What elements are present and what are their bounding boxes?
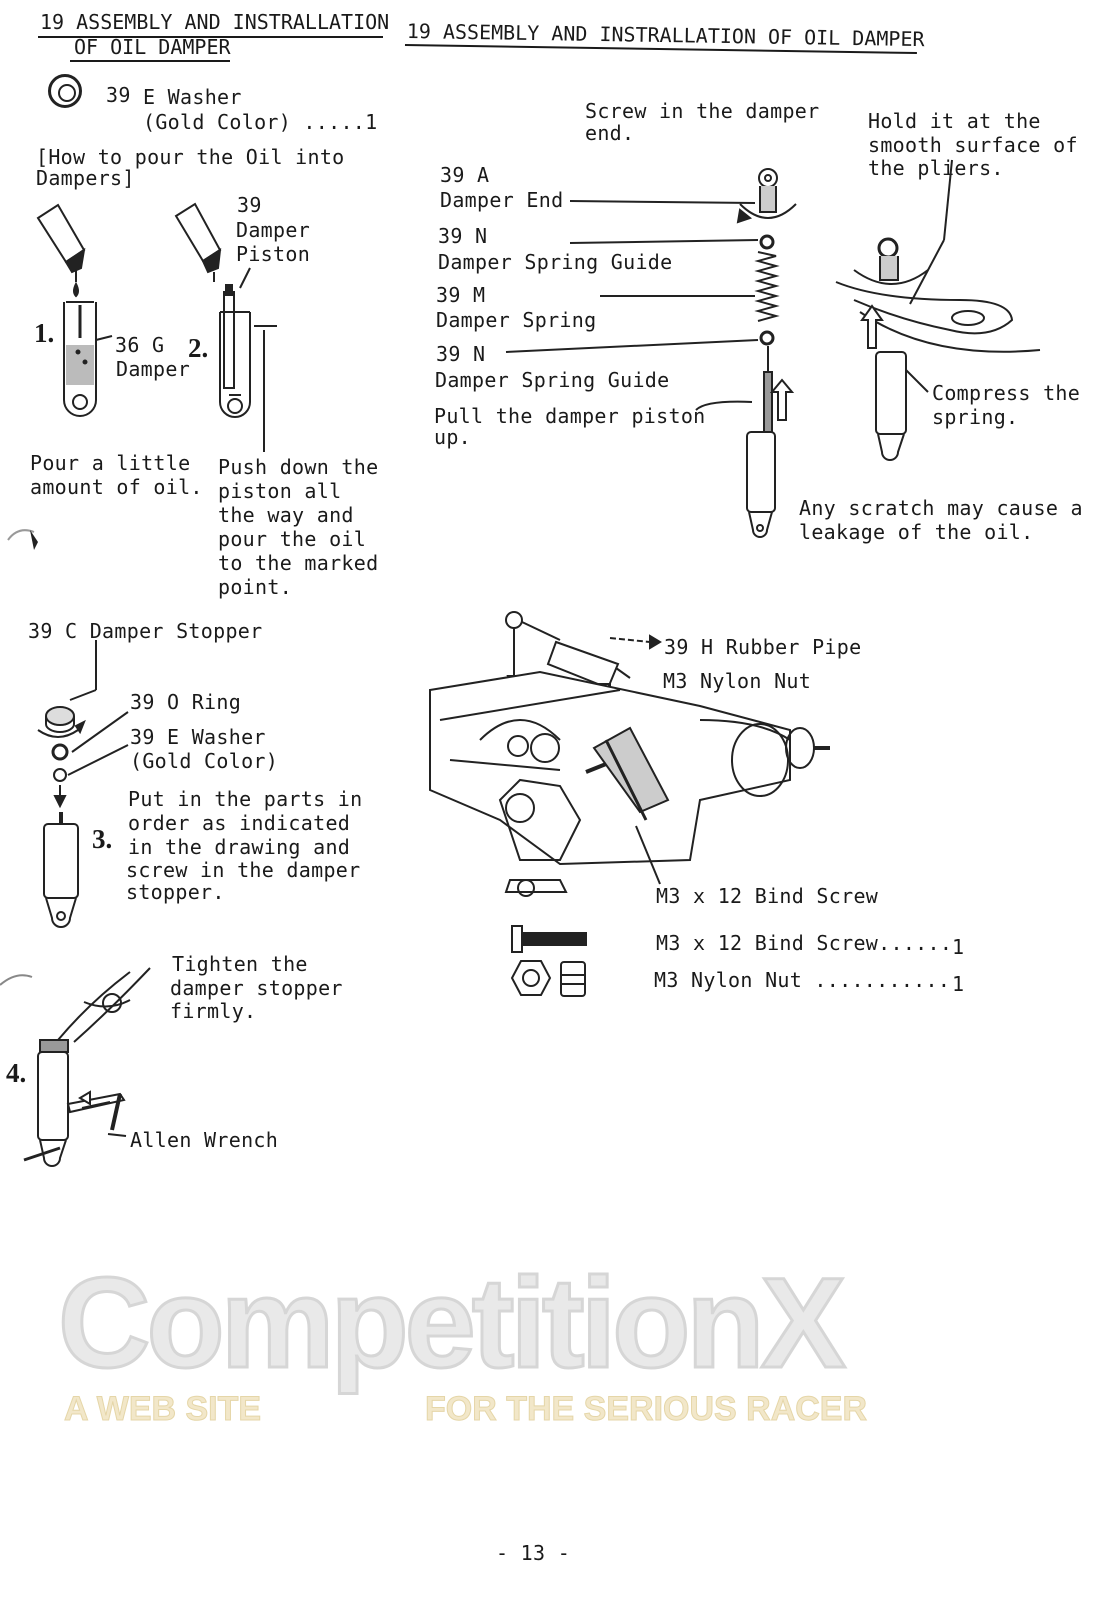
hold-note-2: smooth surface of	[868, 133, 1078, 157]
parts-list-screw: M3 x 12 Bind Screw......	[656, 931, 953, 955]
step2-caption-5: to the marked	[218, 551, 379, 575]
left-header-line1: 19 ASSEMBLY AND INSTRALLATION	[40, 10, 390, 34]
step2-caption-2: piston all	[218, 479, 342, 503]
left-header-underline	[38, 36, 383, 38]
step3-washer-label-1: 39 E Washer	[130, 725, 266, 749]
screw-note-2: end.	[585, 121, 635, 145]
step2-piston-code: 39	[237, 193, 262, 217]
step4-caption-2: damper stopper	[170, 976, 343, 1000]
washer-code: 39	[106, 83, 131, 107]
left-header-line2: OF OIL DAMPER	[74, 35, 231, 59]
page-number: - 13 -	[496, 1541, 571, 1565]
part-m-code: 39 M	[436, 283, 486, 307]
screw-note-1: Screw in the damper	[585, 99, 820, 123]
step2-number: 2.	[188, 333, 209, 363]
part-n1-code: 39 N	[438, 224, 488, 248]
parts-list-screw-qty: 1	[952, 935, 965, 959]
step3-number: 3.	[92, 824, 113, 854]
watermark-tagline-left: A WEB SITE	[63, 1390, 262, 1429]
parts-list-nut: M3 Nylon Nut ...........	[654, 968, 951, 992]
step3-caption-3: in the drawing and	[128, 835, 351, 859]
step3-caption-1: Put in the parts in	[128, 787, 363, 811]
step2-caption-6: point.	[218, 575, 293, 599]
howto-line1: [How to pour the Oil into	[36, 145, 345, 169]
part-n2-code: 39 N	[436, 342, 486, 366]
washer-icon	[48, 74, 82, 108]
part-a-name: Damper End	[440, 188, 564, 212]
step2-caption-4: pour the oil	[218, 527, 367, 551]
hold-note-1: Hold it at the	[868, 109, 1041, 133]
step4-number: 4.	[6, 1058, 27, 1088]
part-n2-name: Damper Spring Guide	[435, 368, 670, 392]
washer-name: E Washer	[143, 85, 242, 109]
scratch-note-1: Any scratch may cause a	[799, 496, 1083, 520]
step3-caption-5: stopper.	[126, 880, 225, 904]
step3-caption-4: screw in the damper	[126, 858, 361, 882]
step1-caption-1: Pour a little	[30, 451, 191, 475]
pliers-compress-illustration	[835, 159, 1041, 461]
step1-damper-label: Damper	[116, 357, 191, 381]
step1-damper-code: 36 G	[115, 333, 165, 357]
step4-illustration	[23, 967, 151, 1167]
step2-illustration	[174, 202, 277, 452]
step2-caption-1: Push down the	[218, 455, 379, 479]
pull-note-2: up.	[434, 425, 472, 449]
chassis-installation-illustration	[429, 611, 830, 897]
rubber-pipe-label: 39 H Rubber Pipe	[664, 635, 862, 659]
step1-number: 1.	[34, 318, 55, 348]
step3-oring-label: 39 O Ring	[130, 690, 242, 714]
pull-note-1: Pull the damper piston	[434, 404, 706, 428]
part-n1-name: Damper Spring Guide	[438, 250, 673, 274]
step4-caption-3: firmly.	[170, 999, 257, 1023]
watermark-tagline-right: FOR THE SERIOUS RACER	[424, 1390, 868, 1429]
step1-illustration	[36, 203, 113, 417]
howto-line2: Dampers]	[36, 166, 135, 190]
step2-piston-label-1: Damper	[236, 218, 311, 242]
compress-note-1: Compress the	[932, 381, 1081, 405]
step3-stopper-label: 39 C Damper Stopper	[28, 619, 263, 643]
watermark-brand: CompetitionX	[57, 1251, 848, 1397]
left-header-underline2	[70, 60, 230, 62]
compress-note-2: spring.	[932, 405, 1019, 429]
step2-caption-3: the way and	[218, 503, 354, 527]
step1-caption-2: amount of oil.	[30, 475, 203, 499]
hold-note-3: the pliers.	[868, 156, 1004, 180]
step4-caption-1: Tighten the	[172, 952, 308, 976]
nylon-nut-label: M3 Nylon Nut	[663, 669, 812, 693]
bind-screw-label: M3 x 12 Bind Screw	[656, 884, 879, 908]
step3-illustration	[37, 640, 129, 928]
scratch-note-2: leakage of the oil.	[799, 520, 1034, 544]
step2-piston-label-2: Piston	[236, 242, 311, 266]
parts-list-icons	[510, 925, 587, 997]
washer-qty: (Gold Color) .....1	[143, 110, 378, 134]
exploded-damper-illustration	[505, 168, 797, 538]
part-m-name: Damper Spring	[436, 308, 597, 332]
parts-list-nut-qty: 1	[952, 972, 965, 996]
step3-caption-2: order as indicated	[128, 811, 351, 835]
allen-wrench-label: Allen Wrench	[130, 1128, 279, 1152]
step3-washer-label-2: (Gold Color)	[130, 749, 279, 773]
part-a-code: 39 A	[440, 163, 490, 187]
